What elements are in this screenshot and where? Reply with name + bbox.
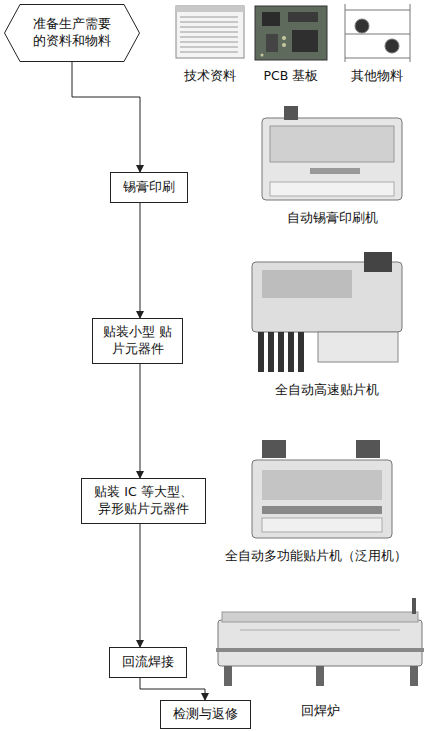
process-box: 锡膏印刷 bbox=[110, 172, 188, 203]
document-picture bbox=[176, 6, 244, 58]
reflow-oven-picture bbox=[216, 598, 424, 686]
node-text: 检测与返修 bbox=[171, 706, 240, 723]
flow-arrow bbox=[140, 364, 141, 478]
equipment-caption: 自动锡膏印刷机 bbox=[285, 210, 380, 226]
equipment-caption: PCB 基板 bbox=[262, 68, 321, 84]
flow-arrow bbox=[140, 203, 141, 318]
equipment-caption: 全自动高速贴片机 bbox=[273, 382, 381, 398]
equipment-caption: 技术资料 bbox=[182, 68, 238, 84]
flow-arrow bbox=[72, 62, 140, 172]
process-box: 贴装 IC 等大型、 异形贴片元器件 bbox=[81, 478, 206, 524]
node-text: 贴装小型 贴片元器件 bbox=[103, 324, 172, 358]
process-box: 回流焊接 bbox=[109, 647, 187, 678]
rack-picture bbox=[345, 4, 410, 62]
multifunction-placer-picture bbox=[252, 440, 392, 538]
flow-arrow bbox=[140, 678, 205, 700]
equipment-caption: 其他物料 bbox=[349, 68, 405, 84]
start-hexagon: 准备生产需要 的资料和物料 bbox=[4, 4, 140, 62]
flow-arrow bbox=[140, 524, 141, 647]
node-text: 锡膏印刷 bbox=[121, 179, 177, 196]
process-box: 检测与返修 bbox=[160, 700, 251, 729]
equipment-caption: 全自动多功能贴片机（泛用机） bbox=[223, 548, 409, 564]
node-text: 准备生产需要 的资料和物料 bbox=[31, 16, 113, 50]
chip-shooter-picture bbox=[252, 252, 402, 372]
printer-picture bbox=[262, 106, 402, 200]
equipment-caption: 回焊炉 bbox=[299, 703, 342, 719]
node-text: 贴装 IC 等大型、 异形贴片元器件 bbox=[92, 484, 195, 518]
node-text: 回流焊接 bbox=[120, 654, 176, 671]
pcb-picture bbox=[255, 6, 327, 60]
process-box: 贴装小型 贴片元器件 bbox=[92, 318, 183, 364]
